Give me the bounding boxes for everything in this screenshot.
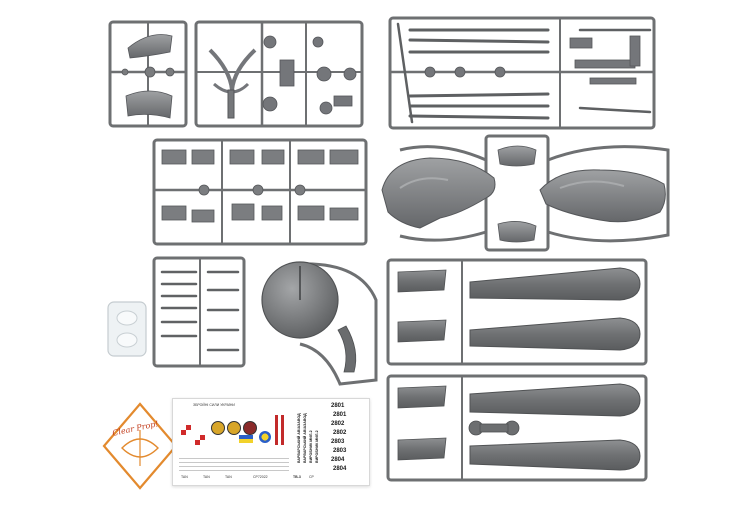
tail-number: 2801 <box>331 403 345 409</box>
rotor-dome-part <box>261 261 339 339</box>
unit-badge <box>243 421 257 435</box>
fuselage-half-left <box>381 157 496 229</box>
unit-badge <box>211 421 225 435</box>
sprue-frame-g <box>299 262 378 386</box>
tail-number: 2802 <box>331 421 345 427</box>
decal-header: ЗБРОЙНІ СИЛИ УКРАЇНИ <box>193 403 235 407</box>
decal-small-text <box>179 455 289 473</box>
sprue-frame-b <box>194 20 364 128</box>
small-wheel-parts <box>121 66 175 78</box>
decal-code: TAN <box>181 475 188 479</box>
sprue-frame-f <box>152 256 246 368</box>
roundel-emblem-row <box>179 411 289 451</box>
tail-number: 2801 <box>333 412 347 418</box>
engine-cowl-part-lower <box>125 90 173 119</box>
ua-line-1: ВАРВАРСЬКИЙ АВІАЗАВОД <box>297 413 301 463</box>
tail-boom-part-upper-2 <box>469 383 641 417</box>
rotor-hub-parts <box>262 35 357 115</box>
engine-cowl-part-upper <box>127 34 173 59</box>
tail-number: 2803 <box>333 448 347 454</box>
ua-text-block: ВАРВАРСЬКИЙ АВІАЗАВОД ВАРВАРСЬКИЙ АВІАЗА… <box>297 405 319 465</box>
tail-boom-part-lower <box>469 317 641 351</box>
tail-number: 2802 <box>333 430 347 436</box>
decal-sheet: ЗБРОЙНІ СИЛИ УКРАЇНИ ВАРВАРСЬКИЙ АВІАЗАВ… <box>172 398 370 486</box>
ua-line-3: ВИРОБНИК МИЛ-2 <box>309 430 313 463</box>
decal-footer: CP <box>309 475 314 479</box>
ukraine-roundel <box>259 431 271 443</box>
checker-insignia <box>195 435 205 445</box>
decal-code: TAN <box>225 475 232 479</box>
tail-boom-part-upper <box>469 267 641 301</box>
sprue-frame-h <box>386 258 648 366</box>
rotor-head-parts <box>468 420 520 436</box>
tail-cone-parts-upper <box>397 269 447 343</box>
small-detail-parts-c <box>424 35 641 85</box>
decal-code: TAN <box>203 475 210 479</box>
rotor-blade-parts <box>396 22 652 124</box>
engine-intake-parts <box>497 145 537 243</box>
ukraine-flag <box>239 435 253 443</box>
tail-cone-parts-lower <box>397 385 447 461</box>
clear-parts-sprue <box>107 301 147 357</box>
checker-insignia <box>181 425 191 435</box>
landing-skid-parts <box>160 270 240 352</box>
scale-mark: TB-3 <box>293 475 301 479</box>
unit-badge <box>227 421 241 435</box>
propeller-badge-icon <box>102 402 178 490</box>
support-arm-part <box>337 325 357 373</box>
stripe-marking <box>281 415 284 445</box>
kit-code: CP72022 <box>253 475 268 479</box>
stripe-marking <box>275 415 278 445</box>
ua-line-4: ВИРОБНИК МИЛ-2 <box>315 430 319 463</box>
tail-number: 2804 <box>333 466 347 472</box>
seat-and-panel-parts <box>161 149 359 223</box>
tail-number: 2803 <box>331 439 345 445</box>
ua-line-2: ВАРВАРСЬКИЙ АВІАЗАВОД <box>303 413 307 463</box>
tail-number-column: 2801 2801 2802 2802 2803 2803 2804 2804 <box>331 403 365 479</box>
fuselage-half-right <box>539 169 666 223</box>
tail-boom-part-lower-2 <box>469 439 641 471</box>
sprue-frame-i <box>386 374 648 482</box>
tail-fin-parts <box>208 48 257 119</box>
tail-number: 2804 <box>331 457 345 463</box>
